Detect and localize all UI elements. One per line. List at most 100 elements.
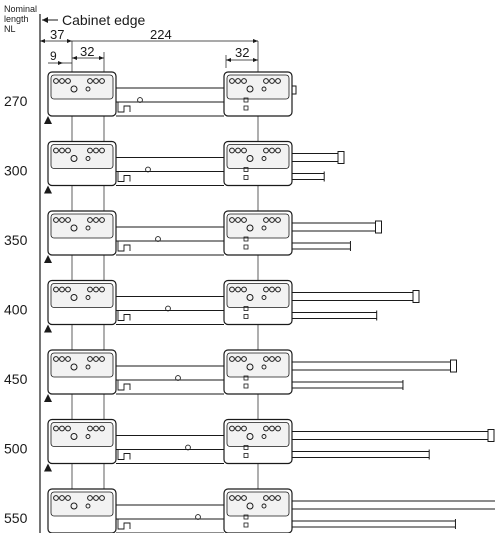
mounting-hole-icon xyxy=(235,356,241,362)
mounting-hole-icon xyxy=(53,78,59,84)
mounting-hole-icon xyxy=(241,147,247,154)
mounting-hole-icon xyxy=(229,78,235,84)
slide-row: 400 xyxy=(4,279,420,333)
square-hole-icon xyxy=(243,383,249,389)
slide-row: 350 xyxy=(4,210,382,263)
nominal-length-label: 350 xyxy=(4,232,28,248)
mounting-hole-icon xyxy=(263,495,269,501)
mounting-hole-icon xyxy=(99,286,105,293)
dim-arrow-icon xyxy=(67,39,72,43)
mounting-hole-icon xyxy=(235,147,241,154)
mounting-hole-icon xyxy=(99,425,105,432)
centre-hole-icon xyxy=(261,225,267,231)
rail-end-stop xyxy=(412,290,420,303)
dim-front-offset: 37 xyxy=(50,27,64,42)
front-bracket-plate xyxy=(50,74,114,100)
square-hole-icon xyxy=(243,105,249,111)
mounting-hole-icon xyxy=(65,286,71,293)
mounting-hole-icon xyxy=(241,217,247,223)
centre-hole-icon xyxy=(261,503,267,509)
mounting-hole-icon xyxy=(53,286,59,293)
mounting-hole-icon xyxy=(65,425,71,432)
mounting-hole-icon xyxy=(241,286,247,293)
centre-hole-icon xyxy=(70,363,78,371)
cabinet-edge-arrow-icon xyxy=(42,17,48,23)
mounting-hole-icon xyxy=(53,495,59,501)
centre-hole-icon xyxy=(85,86,91,92)
rear-bracket-plate xyxy=(226,283,290,308)
slide-row: 270 xyxy=(4,71,297,124)
centre-hole-icon xyxy=(261,156,267,161)
square-hole-icon xyxy=(243,97,249,103)
mounting-hole-icon xyxy=(229,217,235,223)
front-bracket-plate xyxy=(50,422,114,447)
rail-end-stop xyxy=(375,220,382,234)
mounting-hole-icon xyxy=(93,425,99,432)
dim-hole-pitch-rear: 32 xyxy=(235,45,249,60)
cabinet-edge-label: Cabinet edge xyxy=(62,12,146,28)
dim-arrow-icon xyxy=(226,58,231,62)
front-bracket-plate xyxy=(50,491,114,517)
nominal-length-label: 270 xyxy=(4,93,28,109)
front-bracket-plate xyxy=(50,144,114,169)
mounting-hole-icon xyxy=(65,356,71,362)
mounting-hole-icon xyxy=(65,495,71,501)
nominal-length-label: 500 xyxy=(4,441,28,457)
mounting-hole-icon xyxy=(99,356,105,362)
triangle-marker-icon xyxy=(44,255,52,263)
mounting-hole-icon xyxy=(87,356,93,362)
mounting-hole-icon xyxy=(235,217,241,223)
mounting-hole-icon xyxy=(263,356,269,362)
centre-hole-icon xyxy=(85,364,91,370)
mounting-hole-icon xyxy=(241,78,247,84)
slide-row: 450 xyxy=(4,349,457,402)
dim-small-spacing: 9 xyxy=(50,49,57,63)
rear-bracket-plate xyxy=(226,491,290,517)
centre-hole-icon xyxy=(70,85,78,93)
centre-hole-icon xyxy=(261,364,267,370)
front-bracket-plate xyxy=(50,283,114,308)
rail-end-stop xyxy=(291,85,297,95)
square-hole-icon xyxy=(243,453,249,458)
rail-notch xyxy=(117,380,131,391)
mounting-hole-icon xyxy=(241,495,247,501)
mounting-hole-icon xyxy=(59,286,65,293)
rail-notch xyxy=(117,241,131,252)
mounting-hole-icon xyxy=(59,78,65,84)
slide-row: 500 xyxy=(4,418,495,472)
mounting-hole-icon xyxy=(53,147,59,154)
mounting-hole-icon xyxy=(269,217,275,223)
mounting-hole-icon xyxy=(59,217,65,223)
rail-hole-icon xyxy=(145,166,151,173)
mounting-hole-icon xyxy=(275,356,281,362)
mounting-hole-icon xyxy=(87,495,93,501)
front-bracket-plate xyxy=(50,213,114,239)
square-hole-icon xyxy=(243,314,249,319)
centre-hole-icon xyxy=(261,434,267,439)
centre-hole-icon xyxy=(261,86,267,92)
mounting-hole-icon xyxy=(93,286,99,293)
rail-notch xyxy=(117,519,131,530)
rail-hole-icon xyxy=(165,305,171,312)
mounting-hole-icon xyxy=(235,286,241,293)
mounting-hole-icon xyxy=(269,495,275,501)
nominal-label-line-2: length xyxy=(4,14,29,24)
mounting-hole-icon xyxy=(263,286,269,293)
square-hole-icon xyxy=(243,167,249,172)
square-hole-icon xyxy=(243,445,249,450)
centre-hole-icon xyxy=(70,433,78,440)
mounting-hole-icon xyxy=(99,78,105,84)
square-hole-icon xyxy=(243,175,249,180)
rail-notch xyxy=(117,310,131,321)
mounting-hole-icon xyxy=(269,286,275,293)
mounting-hole-icon xyxy=(229,147,235,154)
square-hole-icon xyxy=(243,244,249,250)
rail-hole-icon xyxy=(185,444,191,451)
mounting-hole-icon xyxy=(87,217,93,223)
mounting-hole-icon xyxy=(235,78,241,84)
mounting-hole-icon xyxy=(275,425,281,432)
centre-hole-icon xyxy=(246,363,254,371)
dim-hole-pitch-front: 32 xyxy=(80,44,94,59)
